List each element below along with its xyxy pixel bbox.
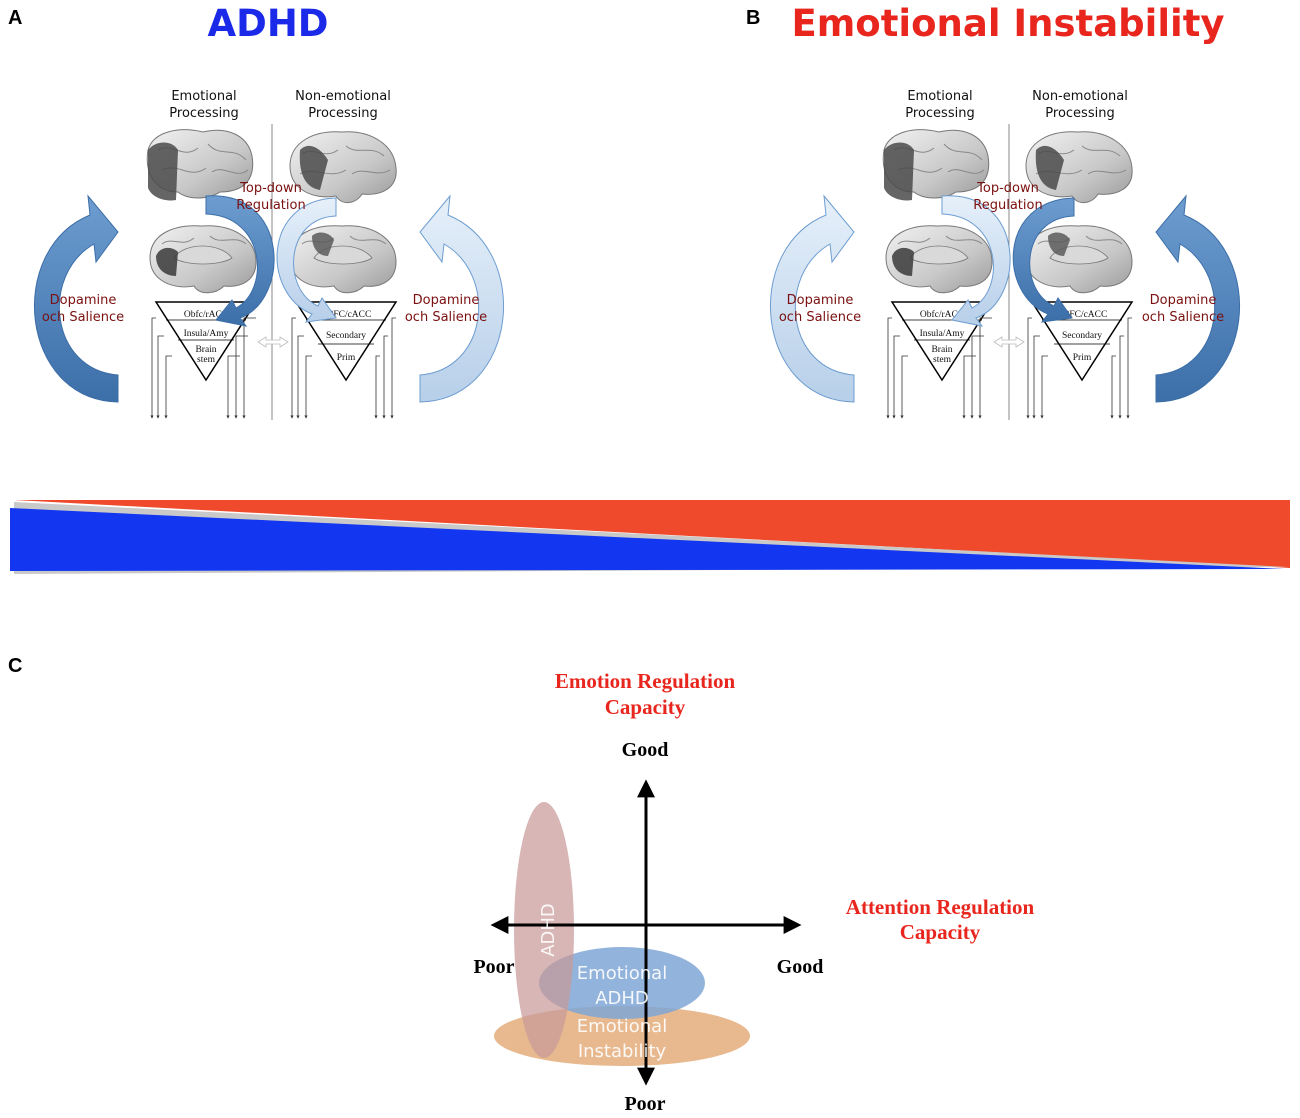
panel-b-title: Emotional Instability: [791, 2, 1224, 45]
emotional-adhd-ellipse: [539, 947, 705, 1019]
triangle-label: Prim: [337, 353, 356, 363]
dopamine-label-left: Dopamine: [787, 293, 854, 308]
triangle-label: stem: [197, 355, 216, 365]
bidirectional-arrow-icon: [257, 336, 289, 348]
x-axis-good: Good: [777, 956, 824, 978]
dopamine-label-right: Dopamine: [413, 293, 480, 308]
dopamine-label-left: och Salience: [42, 310, 124, 325]
nonemotional-processing-label: Processing: [1045, 106, 1114, 121]
panel-letter-b: B: [746, 7, 760, 29]
dopamine-label-left: och Salience: [779, 310, 861, 325]
panel-a: A ADHD Emotional Processing Non-emotiona…: [8, 2, 504, 420]
x-axis-title: Capacity: [900, 920, 981, 944]
y-axis-poor: Poor: [624, 1093, 665, 1115]
triangle-label: Secondary: [326, 331, 366, 341]
nonemotional-processing-label: Non-emotional: [1032, 89, 1128, 104]
bidirectional-arrow-icon: [993, 336, 1025, 348]
top-down-arrow-dark: [1012, 197, 1075, 323]
top-down-arrow-light: [276, 197, 337, 323]
emotional-instability-label: Emotional: [577, 1016, 667, 1037]
adhd-ellipse: [514, 802, 574, 1058]
triangle-label: Insula/Amy: [920, 329, 965, 339]
emotional-instability-label: Instability: [578, 1041, 667, 1062]
emotional-processing-label: Processing: [905, 106, 974, 121]
nonemotional-processing-label: Non-emotional: [295, 89, 391, 104]
continuum-band: [10, 500, 1290, 574]
brain-illustration: [146, 129, 397, 294]
continuum-blue-wedge: [10, 508, 1284, 571]
dopamine-label-right: Dopamine: [1150, 293, 1217, 308]
triangle-label: Secondary: [1062, 331, 1102, 341]
top-down-label: Regulation: [236, 198, 305, 213]
triangle-label: dlPFC/cACC: [321, 310, 372, 320]
panel-a-title: ADHD: [207, 2, 328, 45]
panel-letter-a: A: [8, 7, 22, 29]
dopamine-label-left: Dopamine: [50, 293, 117, 308]
y-axis-title: Emotion Regulation: [555, 669, 736, 693]
dopamine-arrow-left: [770, 194, 855, 403]
adhd-ellipse-label: ADHD: [538, 903, 559, 957]
dopamine-arrow-left: [34, 194, 119, 403]
emotional-processing-label: Emotional: [907, 89, 972, 104]
triangle-label: Prim: [1073, 353, 1092, 363]
y-axis-title: Capacity: [605, 695, 686, 719]
emotional-adhd-label: Emotional: [577, 963, 667, 984]
top-down-arrow-dark: [205, 195, 275, 327]
triangle-label: dlPFC/cACC: [1057, 310, 1108, 320]
dopamine-arrow-right: [1155, 194, 1240, 403]
emotional-processing-label: Processing: [169, 106, 238, 121]
triangle-label: Insula/Amy: [184, 329, 229, 339]
panel-c: C Emotion Regulation Capacity Attention …: [8, 655, 1035, 1115]
top-down-label: Top-down: [239, 181, 302, 196]
dopamine-label-right: och Salience: [405, 310, 487, 325]
panel-letter-c: C: [8, 655, 22, 677]
x-axis-title: Attention Regulation: [846, 895, 1035, 919]
triangle-label: Brain: [931, 345, 952, 355]
nonemotional-processing-label: Processing: [308, 106, 377, 121]
brain-illustration: [882, 129, 1133, 294]
processing-hierarchy-right: dlPFC/cACC Secondary Prim: [290, 301, 398, 419]
emotional-processing-label: Emotional: [171, 89, 236, 104]
panel-b: B Emotional Instability Emotional Proces…: [746, 2, 1240, 420]
y-axis-good: Good: [622, 739, 669, 761]
triangle-label: Obfc/rACC: [920, 309, 964, 320]
top-down-arrow-light: [941, 195, 1011, 327]
processing-hierarchy-right: dlPFC/cACC Secondary Prim: [1026, 301, 1134, 419]
triangle-label: Brain: [195, 345, 216, 355]
top-down-label: Top-down: [976, 181, 1039, 196]
x-axis-poor: Poor: [473, 956, 514, 978]
emotional-adhd-label: ADHD: [595, 988, 649, 1009]
dopamine-arrow-right: [419, 194, 504, 403]
triangle-label: Obfc/rACC: [184, 309, 228, 320]
triangle-label: stem: [933, 355, 952, 365]
dopamine-label-right: och Salience: [1142, 310, 1224, 325]
top-down-label: Regulation: [973, 198, 1042, 213]
